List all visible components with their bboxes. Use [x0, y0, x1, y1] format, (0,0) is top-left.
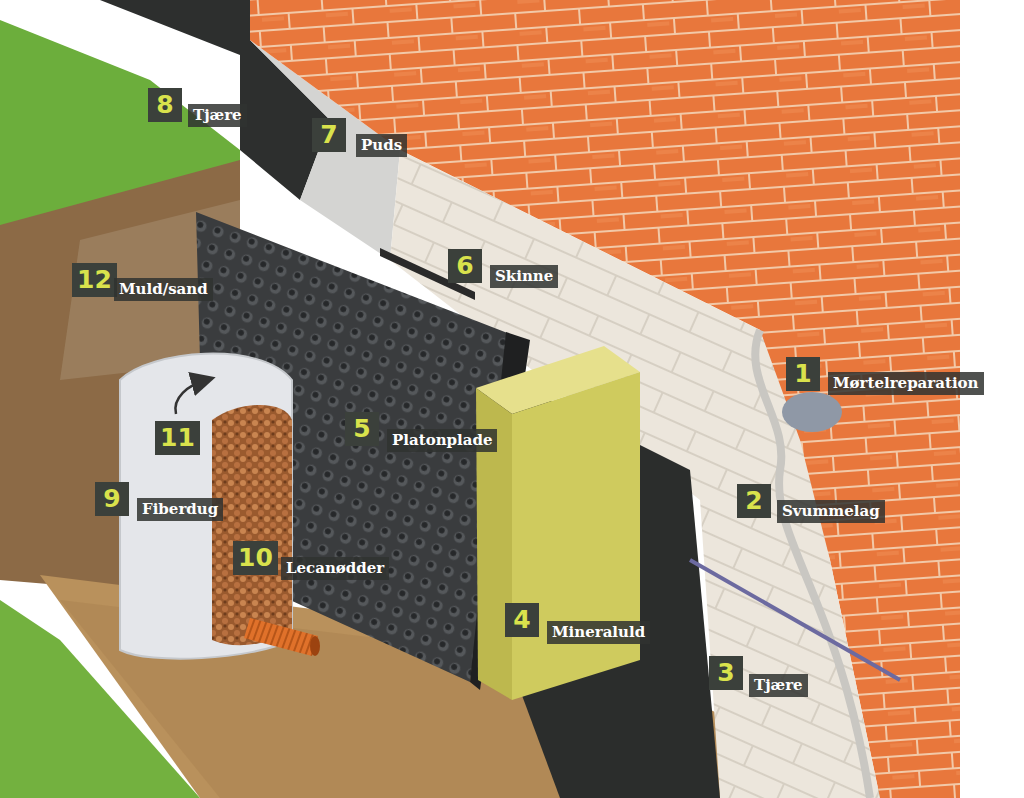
part-label: Tjære [749, 674, 808, 697]
callout-number: 12 [72, 263, 117, 297]
callout-number: 2 [737, 484, 771, 518]
part-label: Muld/sand [114, 278, 213, 301]
callout-number: 9 [95, 482, 129, 516]
callout-number: 7 [312, 118, 346, 152]
part-label: Mineraluld [547, 621, 650, 644]
callout-number: 5 [345, 412, 379, 446]
part-label: Platonplade [387, 429, 497, 452]
callout-number: 10 [233, 541, 278, 575]
callout-number: 1 [786, 357, 820, 391]
callout-number: 8 [148, 88, 182, 122]
callout-number: 3 [709, 656, 743, 690]
part-label: Tjære [188, 104, 247, 127]
part-label: Fiberdug [137, 498, 223, 521]
part-label: Mørtelreparation [828, 372, 984, 395]
part-label: Skinne [490, 265, 558, 288]
callout-number: 4 [505, 603, 539, 637]
part-label: Puds [356, 134, 407, 157]
callout-number: 11 [155, 421, 200, 455]
part-label: Svummelag [777, 500, 885, 523]
part-label: Lecanødder [281, 557, 389, 580]
callout-number: 6 [448, 249, 482, 283]
